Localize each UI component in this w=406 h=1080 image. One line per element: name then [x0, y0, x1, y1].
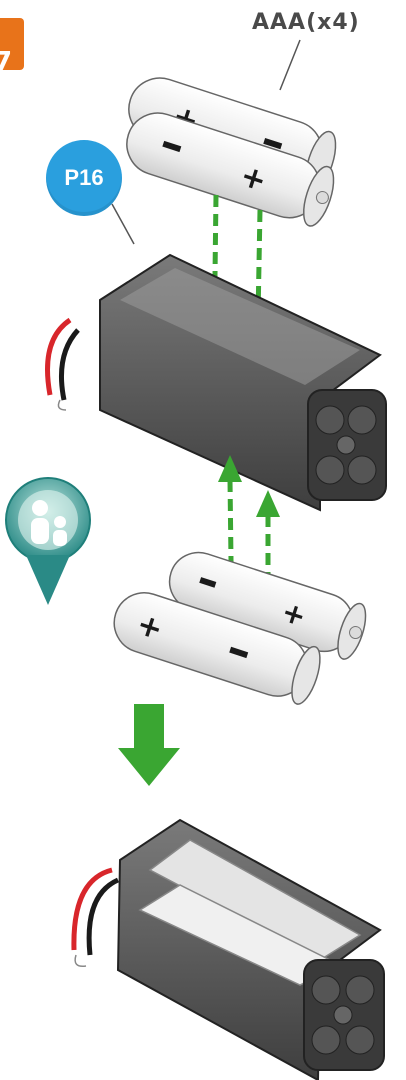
down-arrow-icon — [118, 704, 180, 786]
battery-holder-open — [48, 255, 387, 510]
parts-leader-line — [280, 40, 300, 90]
top-batteries: + + — [119, 70, 342, 229]
up-arrowhead-right — [256, 490, 280, 517]
part-leader-line — [112, 204, 134, 244]
battery-holder-assembled — [74, 820, 384, 1080]
parent-child-pin-icon — [6, 396, 91, 605]
bottom-batteries: + + — [106, 545, 371, 707]
